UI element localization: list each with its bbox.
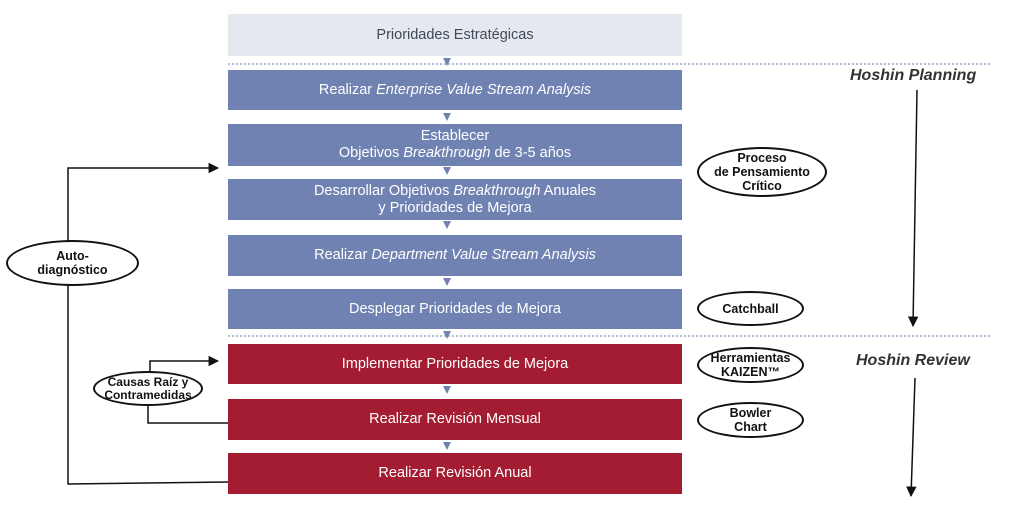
oval-catchball-label: Catchball	[722, 301, 779, 316]
step-text-segment: Realizar	[314, 247, 372, 263]
oval-proceso-pensamiento: Proceso de Pensamiento Crítico	[697, 147, 827, 197]
step-text: Desarrollar Objetivos Breakthrough Anual…	[314, 183, 596, 217]
oval-auto-diagnostico-label: Auto- diagnóstico	[37, 249, 108, 277]
oval-causas-raiz-label: Causas Raíz y Contramedidas	[104, 374, 192, 402]
step-text-segment: Desplegar Prioridades de Mejora	[349, 300, 561, 317]
step-line: Desplegar Prioridades de Mejora	[349, 301, 561, 318]
step-text: Realizar Enterprise Value Stream Analysi…	[319, 82, 591, 99]
step-text-segment: Desarrollar Objetivos	[313, 182, 454, 199]
oval-auto-diagnostico: Auto- diagnóstico	[6, 240, 139, 286]
oval-proceso-label: Proceso de Pensamiento Crítico	[714, 151, 810, 193]
step-department-vsa: Realizar Department Value Stream Analysi…	[228, 235, 682, 276]
oval-kaizen-label: Herramientas KAIZEN™	[710, 351, 791, 379]
step-objetivos-anuales: Desarrollar Objetivos Breakthrough Anual…	[228, 179, 682, 220]
step-text-segment: Realizar Revisión Anual	[378, 465, 532, 481]
step-text-segment: de 3-5 años	[490, 145, 572, 161]
step-text: Desplegar Prioridades de Mejora	[349, 301, 561, 318]
step-line: Realizar Revisión Mensual	[369, 411, 541, 428]
step-italic-term: Breakthrough	[453, 182, 541, 199]
phase-hoshin-review: Hoshin Review	[856, 352, 970, 369]
step-text: Realizar Revisión Anual	[378, 465, 531, 482]
step-prioridades-estrategicas: Prioridades Estratégicas	[228, 14, 682, 56]
step-line: Realizar Enterprise Value Stream Analysi…	[319, 82, 591, 99]
step-text-segment: Objetivos	[338, 145, 404, 161]
step-implementar: Implementar Prioridades de Mejora	[228, 344, 682, 384]
causas-bottom-line	[147, 404, 228, 424]
connector-arrow	[443, 331, 451, 339]
connector-arrow	[443, 278, 451, 286]
step-line: y Prioridades de Mejora	[378, 199, 532, 216]
step-revision-anual: Realizar Revisión Anual	[228, 453, 682, 494]
review-arrow	[906, 377, 917, 498]
step-italic-term: Breakthrough	[403, 145, 491, 161]
step-italic-term: Department Value Stream Analysis	[371, 247, 596, 263]
connector-arrow	[443, 167, 451, 175]
step-text-segment: Anuales	[540, 182, 597, 199]
connector-arrow	[443, 442, 451, 450]
oval-bowler-label: Bowler Chart	[729, 406, 772, 434]
step-text: Realizar Department Value Stream Analysi…	[314, 247, 596, 264]
connector-arrow	[443, 221, 451, 229]
step-text: Prioridades Estratégicas	[376, 27, 533, 44]
step-line: Objetivos Breakthrough de 3-5 años	[339, 145, 571, 162]
causas-top-line	[149, 355, 220, 372]
step-text-segment: Realizar Revisión Mensual	[369, 411, 541, 427]
step-text: Implementar Prioridades de Mejora	[342, 356, 568, 373]
step-desplegar: Desplegar Prioridades de Mejora	[228, 289, 682, 329]
step-revision-mensual: Realizar Revisión Mensual	[228, 399, 682, 440]
step-enterprise-vsa: Realizar Enterprise Value Stream Analysi…	[228, 70, 682, 110]
step-line: Prioridades Estratégicas	[376, 27, 533, 44]
step-line: Establecer	[420, 128, 490, 144]
step-text-segment: Realizar	[318, 81, 377, 98]
step-line: Realizar Department Value Stream Analysi…	[314, 247, 596, 264]
step-text-segment: Implementar Prioridades de Mejora	[341, 355, 569, 372]
oval-causas-raiz: Causas Raíz y Contramedidas	[93, 371, 203, 406]
phase-hoshin-planning: Hoshin Planning	[850, 67, 977, 84]
step-line: Realizar Revisión Anual	[378, 465, 531, 482]
step-text-segment: Prioridades Estratégicas	[376, 26, 534, 43]
oval-kaizen: Herramientas KAIZEN™	[697, 347, 804, 383]
oval-catchball: Catchball	[697, 291, 804, 326]
planning-arrow	[907, 89, 919, 328]
oval-bowler-chart: Bowler Chart	[697, 402, 804, 438]
step-italic-term: Enterprise Value Stream Analysis	[376, 81, 592, 98]
step-text: Realizar Revisión Mensual	[369, 411, 541, 428]
connector-arrow	[443, 386, 451, 394]
connector-arrow	[443, 113, 451, 121]
feedback-loop-line	[67, 162, 229, 485]
connector-arrow	[443, 58, 451, 66]
step-line: Desarrollar Objetivos Breakthrough Anual…	[314, 183, 596, 200]
step-line: Implementar Prioridades de Mejora	[342, 356, 568, 373]
